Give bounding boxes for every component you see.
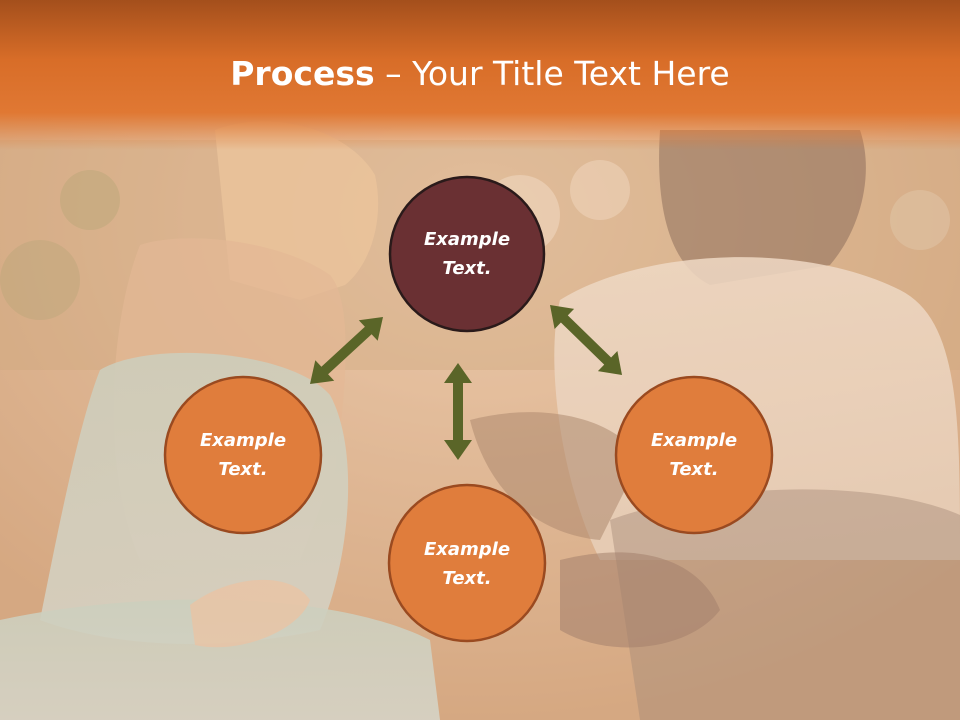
node-label-bottom: Example Text.	[423, 539, 511, 589]
node-label-right: Example Text.	[650, 430, 738, 480]
node-circle-right[interactable]	[614, 375, 774, 535]
node-label-top: Example Text.	[423, 229, 511, 279]
arrow-center-vertical	[444, 363, 472, 460]
arrow-top-left	[310, 317, 383, 384]
node-circle-top[interactable]	[388, 175, 546, 333]
node-circle-left[interactable]	[163, 375, 323, 535]
title-rest: – Your Title Text Here	[374, 54, 730, 93]
title-band	[0, 0, 960, 150]
arrow-top-right	[550, 305, 622, 375]
title-bold: Process	[230, 54, 375, 93]
node-circle-bottom[interactable]	[387, 483, 547, 643]
node-label-left: Example Text.	[199, 430, 287, 480]
slide-title: Process – Your Title Text Here	[0, 52, 960, 96]
